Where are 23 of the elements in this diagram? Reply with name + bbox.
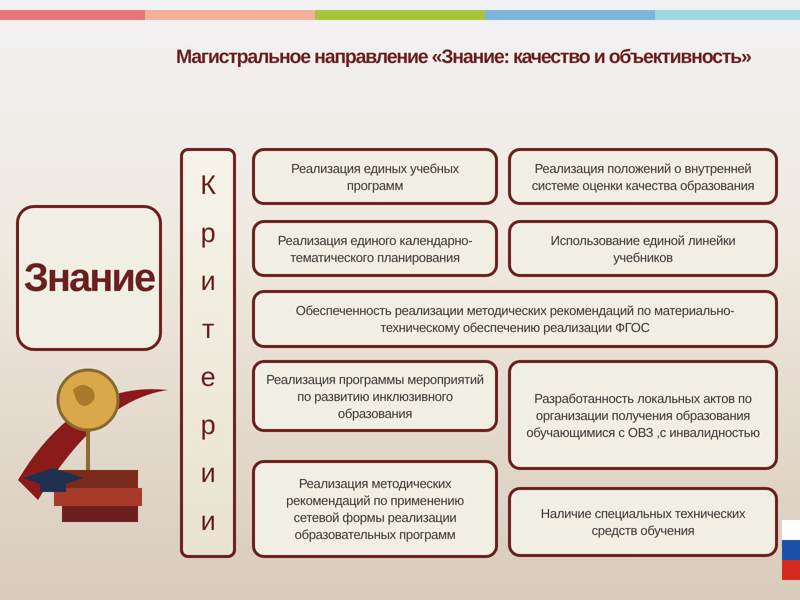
criteria-heading: Критерии — [199, 169, 217, 538]
criterion-text: Разработанность локальных актов по организации получения образования обучающимися с ОВЗ ,с инвалидностью — [525, 390, 761, 440]
criterion-box — [508, 220, 778, 277]
criterion-text: Наличие специальных технических средств обучения — [540, 505, 746, 539]
slide-title: Магистральное направление «Знание: качество и объективность» — [176, 46, 752, 69]
criteria-box — [180, 148, 236, 558]
criterion-box — [252, 460, 498, 558]
criterion-box — [252, 220, 498, 277]
criterion-box — [252, 290, 778, 348]
criterion-box — [508, 148, 778, 205]
criterion-text: Обеспеченность реализации методических рекомендаций по материально-техническому обеспечению реализации ФГОС — [294, 302, 736, 336]
criterion-box — [508, 487, 778, 557]
topic-box — [16, 205, 162, 351]
criterion-text: Реализация методических рекомендаций по применению сетевой формы реализации образовательных программ — [285, 475, 465, 543]
criterion-text: Использование единой линейки учебников — [550, 232, 736, 266]
criterion-text: Реализация положений о внутренней системе оценки качества образования — [530, 160, 756, 194]
topic-heading: Знание — [24, 256, 154, 300]
criterion-box — [252, 148, 498, 205]
criterion-text: Реализация программы мероприятий по развитию инклюзивного образования — [265, 370, 485, 422]
criterion-text: Реализация единых учебных программ — [290, 160, 460, 194]
criterion-box — [508, 360, 778, 470]
criterion-text: Реализация единого календарно-тематического планирования — [276, 232, 474, 266]
criterion-box — [252, 360, 498, 432]
